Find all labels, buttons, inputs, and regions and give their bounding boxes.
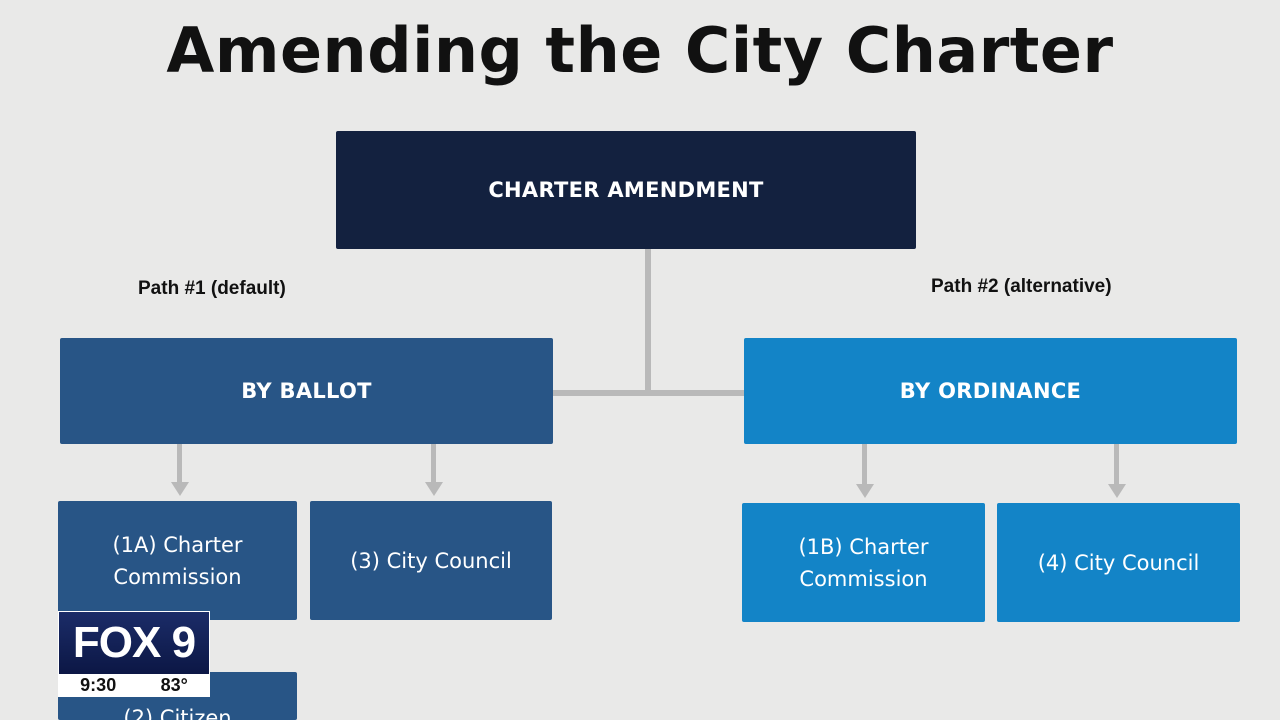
path-1-label: Path #1 (default): [138, 278, 286, 299]
charter-commission-1a-box: (1A) Charter Commission: [58, 501, 297, 620]
by-ordinance-box: BY ORDINANCE: [744, 338, 1237, 444]
arrow-3-head: [425, 482, 443, 496]
charter-commission-1b-label: (1B) Charter Commission: [798, 534, 929, 591]
charter-amendment-box: CHARTER AMENDMENT: [336, 131, 916, 249]
branch-connector: [552, 390, 745, 396]
time-temp-bar: 9:30 83°: [58, 674, 210, 697]
arrow-1a-shaft: [177, 444, 182, 482]
arrow-4-head: [1108, 484, 1126, 498]
by-ballot-box: BY BALLOT: [60, 338, 553, 444]
city-council-3-label: (3) City Council: [350, 548, 512, 573]
city-council-4-label: (4) City Council: [1037, 550, 1200, 575]
city-council-3-box: (3) City Council: [310, 501, 552, 620]
charter-amendment-label: CHARTER AMENDMENT: [488, 178, 764, 202]
arrow-3-shaft: [431, 444, 436, 482]
fox9-station-bug: FOX 9 9:30 83°: [58, 611, 210, 697]
citizen-2-label: (2) Citizen: [123, 706, 232, 720]
path-2-label: Path #2 (alternative): [931, 276, 1112, 297]
by-ordinance-label: BY ORDINANCE: [899, 379, 1082, 403]
arrow-1b-shaft: [862, 444, 867, 484]
arrow-1a-head: [171, 482, 189, 496]
arrow-4-shaft: [1114, 444, 1119, 484]
broadcast-time: 9:30: [80, 675, 117, 695]
slide-title: Amending the City Charter: [166, 14, 1114, 87]
broadcast-temperature: 83°: [160, 675, 188, 695]
charter-commission-1b-box: (1B) Charter Commission: [742, 503, 985, 622]
root-connector: [645, 248, 651, 393]
by-ballot-label: BY BALLOT: [241, 379, 372, 403]
fox9-logo: FOX 9: [58, 611, 210, 675]
city-council-4-box: (4) City Council: [997, 503, 1240, 622]
arrow-1b-head: [856, 484, 874, 498]
charter-commission-1a-label: (1A) Charter Commission: [112, 532, 243, 589]
